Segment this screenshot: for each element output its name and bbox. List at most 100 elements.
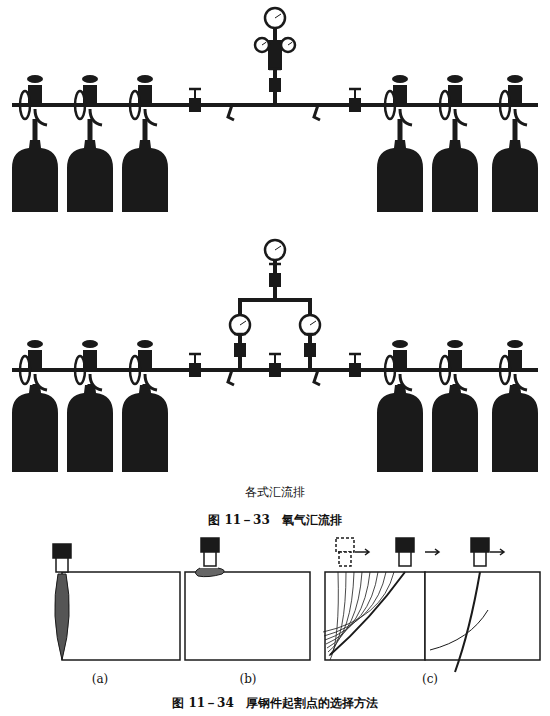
gauge-needle <box>275 14 281 18</box>
subfigure-label: (c) <box>422 672 438 686</box>
valve-handle <box>349 353 361 356</box>
pigtail <box>455 374 467 390</box>
gas-cylinder <box>12 140 58 212</box>
kerf <box>330 572 405 655</box>
valve-handle <box>269 68 281 71</box>
cutting-nozzle <box>339 552 351 566</box>
figure-caption: 各式汇流排 <box>245 484 305 501</box>
pigtail <box>90 109 102 125</box>
gas-cylinder <box>67 140 113 212</box>
manifold <box>12 240 538 472</box>
valve-cap <box>447 75 463 83</box>
cutting-nozzle <box>399 552 411 566</box>
gas-cylinder <box>67 385 113 472</box>
valve-handle <box>269 263 281 266</box>
valve-spindle <box>194 89 196 98</box>
gas-cylinder <box>377 385 423 472</box>
drag-line <box>430 610 488 650</box>
valve-handle <box>189 88 201 91</box>
cutting-nozzle <box>56 558 68 572</box>
pigtail <box>90 374 102 390</box>
stop-valve <box>269 78 281 92</box>
valve-spindle <box>274 69 276 78</box>
travel-arrow <box>425 549 439 555</box>
kerf-line <box>327 572 362 648</box>
valve-handle <box>304 333 316 336</box>
valve-handle <box>189 353 201 356</box>
kerf-line <box>328 572 354 652</box>
gas-cylinder <box>432 385 478 472</box>
drain-pipe <box>314 370 320 385</box>
subfigure-label: (b) <box>239 672 256 686</box>
gas-cylinder <box>122 385 168 472</box>
kerf <box>455 572 480 672</box>
pigtail <box>35 109 47 125</box>
pigtail <box>400 109 412 125</box>
valve-cap <box>447 340 463 348</box>
pressure-gauge <box>255 38 269 52</box>
pigtail <box>400 374 412 390</box>
pigtail <box>145 374 157 390</box>
drain-pipe <box>228 370 234 385</box>
pigtail <box>515 109 527 125</box>
handwheel <box>75 91 85 119</box>
valve-cap <box>137 75 153 83</box>
valve-cap <box>27 340 43 348</box>
handwheel <box>500 356 510 384</box>
steel-block <box>62 572 180 660</box>
valve-spindle <box>274 264 276 273</box>
cutting-nozzle <box>474 552 486 566</box>
cutting-figure <box>53 538 540 672</box>
stop-valve <box>269 273 281 287</box>
pressure-gauge <box>281 38 295 52</box>
subfigure-label: (a) <box>92 672 109 686</box>
torch-head <box>53 544 71 558</box>
cutting-flame <box>195 568 224 577</box>
handwheel <box>20 356 30 384</box>
valve-cap <box>392 75 408 83</box>
valve-handle <box>269 353 281 356</box>
steel-block <box>325 572 425 660</box>
manifold <box>12 8 538 212</box>
valve-spindle <box>354 354 356 363</box>
valve-cap <box>507 75 523 83</box>
stop-valve <box>349 98 361 112</box>
valve-cap <box>82 75 98 83</box>
valve-spindle <box>274 354 276 363</box>
valve-cap <box>137 340 153 348</box>
pigtail <box>35 374 47 390</box>
torch-head <box>336 538 354 552</box>
figure-caption: 图 11－33 氧气汇流排 <box>208 512 342 529</box>
stop-valve <box>189 363 201 377</box>
torch-head <box>396 538 414 552</box>
gauge-needle <box>275 246 281 250</box>
gas-cylinder <box>377 140 423 212</box>
handwheel <box>440 356 450 384</box>
steel-block <box>425 572 540 660</box>
kerf-lines <box>323 572 394 660</box>
handwheel <box>440 91 450 119</box>
valve-stem <box>453 119 458 140</box>
pressure-gauge <box>265 240 285 260</box>
gas-cylinder <box>12 385 58 472</box>
cutting-nozzle <box>204 552 216 566</box>
gauge-needle <box>288 42 292 45</box>
cutting-flame <box>55 574 69 660</box>
handwheel <box>500 91 510 119</box>
valve-spindle <box>239 334 241 343</box>
gas-cylinder <box>432 140 478 212</box>
valve-spindle <box>309 334 311 343</box>
valve-handle <box>349 88 361 91</box>
gauge-needle <box>240 321 246 325</box>
handwheel <box>385 356 395 384</box>
drain-pipe <box>314 105 320 120</box>
pressure-gauge <box>300 315 320 335</box>
pigtail <box>515 374 527 390</box>
travel-arrow <box>355 549 369 555</box>
gas-cylinder <box>122 140 168 212</box>
pigtail <box>455 109 467 125</box>
gauge-needle <box>262 42 266 45</box>
pressure-gauge <box>230 315 250 335</box>
valve-stem <box>88 119 93 140</box>
handwheel <box>385 91 395 119</box>
